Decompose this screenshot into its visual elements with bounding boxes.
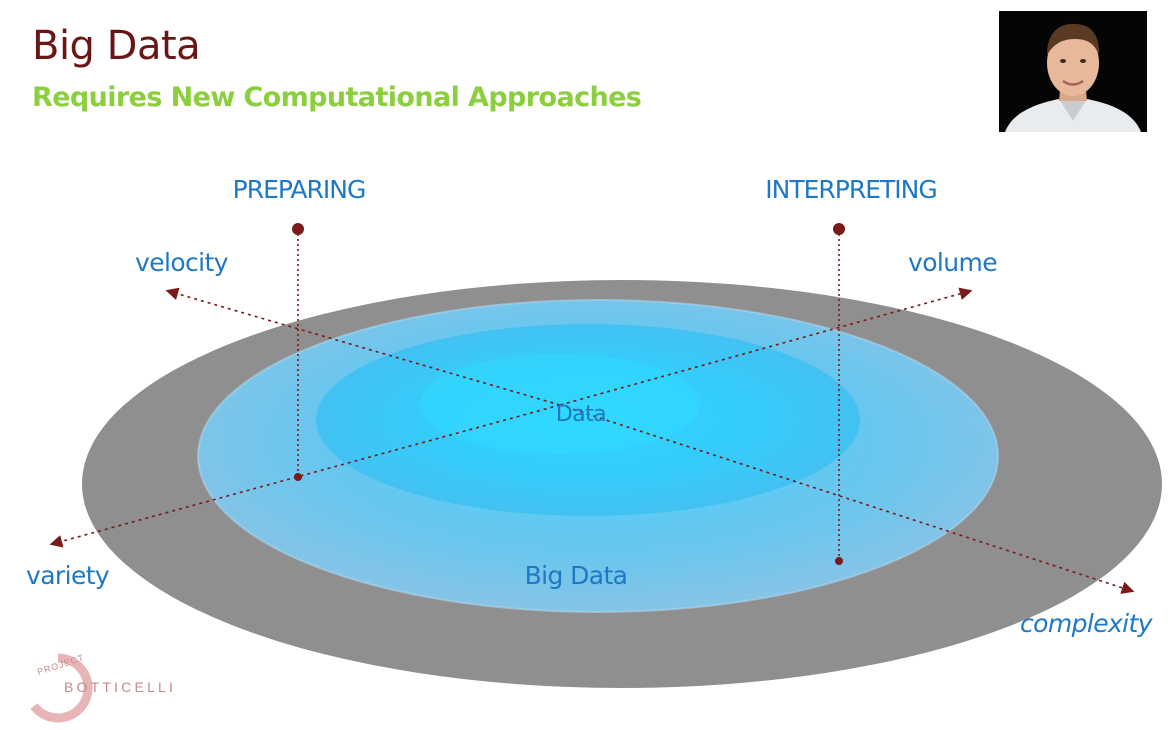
presenter-icon [999,11,1147,132]
middle-ring-label: Big Data [524,561,628,590]
interpreting-pin-head [833,223,845,235]
botticelli-logo-icon: PROJECT BOTTICELLI [28,652,176,723]
axis-volume-label: volume [908,248,998,277]
axis-complexity-label: complexity [1020,609,1153,638]
axis-velocity-label: velocity [135,248,229,277]
axis-volume [559,287,973,406]
preparing-pin-head [292,223,304,235]
preparing-pin-base [294,473,302,481]
stage-preparing-label: PREPARING [232,175,367,204]
interpreting-pin-base [835,557,843,565]
middle-ring-sheen [197,299,999,613]
axis-complexity [559,404,1135,594]
axis-velocity [165,287,561,406]
presenter-video-thumbnail [999,11,1147,132]
inner-core-highlight [420,354,700,454]
axis-variety-label: variety [26,561,110,590]
svg-text:BOTTICELLI: BOTTICELLI [64,679,176,695]
stage-interpreting-label: INTERPRETING [765,175,937,204]
inner-ring-label: Data [555,402,607,427]
project-botticelli-logo: PROJECT BOTTICELLI [28,652,218,724]
slide-subtitle: Requires New Computational Approaches [32,82,642,113]
slide-title: Big Data [32,23,201,69]
